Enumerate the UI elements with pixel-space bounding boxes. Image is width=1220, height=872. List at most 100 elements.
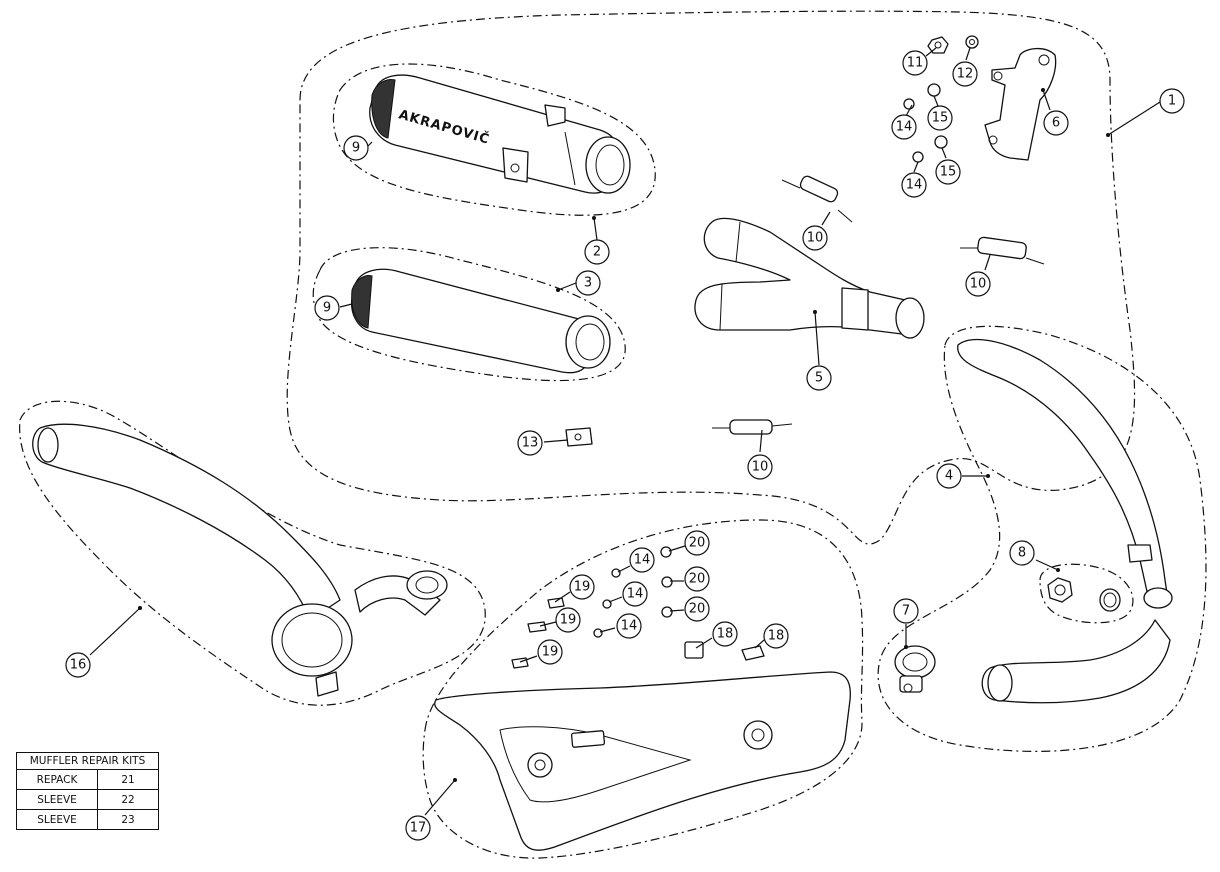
callout-18-b: 18 xyxy=(763,623,789,649)
gasket-nut-set xyxy=(1047,577,1121,612)
callout-10-lower: 10 xyxy=(747,454,773,480)
header-pipe-left xyxy=(32,423,448,697)
group-boundary-8 xyxy=(1039,563,1134,624)
header-pipe-right xyxy=(957,338,1173,704)
svg-text:9: 9 xyxy=(352,141,360,156)
callout-20-b: 20 xyxy=(684,566,710,592)
kit-label: SLEEVE xyxy=(16,809,98,830)
callout-7: 7 xyxy=(893,598,919,624)
kits-table-title: MUFFLER REPAIR KITS xyxy=(16,752,159,770)
svg-text:20: 20 xyxy=(689,602,706,617)
bracket xyxy=(984,47,1057,161)
svg-text:19: 19 xyxy=(560,613,577,628)
svg-text:14: 14 xyxy=(621,619,638,634)
svg-text:18: 18 xyxy=(717,627,734,642)
callout-6: 6 xyxy=(1043,110,1069,136)
muffler-branded: AKRAPOVIČ xyxy=(369,74,631,194)
svg-text:9: 9 xyxy=(323,301,331,316)
callout-15-b: 15 xyxy=(935,159,961,185)
svg-text:3: 3 xyxy=(584,276,592,291)
group-boundary-2 xyxy=(332,63,656,216)
callout-19-a: 19 xyxy=(569,574,595,600)
svg-text:20: 20 xyxy=(689,572,706,587)
callout-11: 11 xyxy=(902,50,928,76)
callout-16: 16 xyxy=(65,652,91,678)
group-boundary-3 xyxy=(312,247,626,382)
svg-text:19: 19 xyxy=(542,645,559,660)
svg-text:10: 10 xyxy=(752,460,769,475)
heat-shield xyxy=(434,671,851,851)
muffler-repair-kits-table: MUFFLER REPAIR KITS REPACK 21 SLEEVE 22 … xyxy=(16,752,159,830)
svg-text:14: 14 xyxy=(896,120,913,135)
callout-14-c: 14 xyxy=(629,547,655,573)
kit-number: 22 xyxy=(97,789,159,810)
callout-14-b: 14 xyxy=(901,172,927,198)
group-boundary-16 xyxy=(19,400,486,706)
callout-19-b: 19 xyxy=(555,607,581,633)
svg-text:20: 20 xyxy=(689,536,706,551)
svg-text:14: 14 xyxy=(627,587,644,602)
callout-18-a: 18 xyxy=(712,621,738,647)
callout-20-c: 20 xyxy=(684,596,710,622)
callout-12: 12 xyxy=(952,61,978,87)
svg-text:15: 15 xyxy=(932,111,949,126)
spring-right xyxy=(960,236,1045,265)
svg-text:8: 8 xyxy=(1018,546,1026,561)
callout-2: 2 xyxy=(584,239,610,265)
leader-lines xyxy=(89,47,1161,816)
callout-9-muffler-plain: 9 xyxy=(314,295,340,321)
callout-9-muffler-branded: 9 xyxy=(343,135,369,161)
svg-text:16: 16 xyxy=(70,658,87,673)
callout-3: 3 xyxy=(575,270,601,296)
callout-17: 17 xyxy=(405,815,431,841)
callout-8: 8 xyxy=(1009,540,1035,566)
svg-text:6: 6 xyxy=(1052,116,1060,131)
kits-table-row: SLEEVE 22 xyxy=(16,789,159,810)
callout-19-c: 19 xyxy=(537,639,563,665)
svg-text:17: 17 xyxy=(410,821,427,836)
svg-text:19: 19 xyxy=(574,580,591,595)
svg-text:10: 10 xyxy=(970,277,987,292)
callout-20-a: 20 xyxy=(684,530,710,556)
callout-13: 13 xyxy=(517,430,543,456)
svg-text:18: 18 xyxy=(768,629,785,644)
svg-text:10: 10 xyxy=(807,231,824,246)
svg-text:1: 1 xyxy=(1168,94,1176,109)
muffler-plain xyxy=(350,268,611,374)
group-boundary-4 xyxy=(877,325,1207,752)
callout-14-d: 14 xyxy=(622,581,648,607)
callout-10-right: 10 xyxy=(965,271,991,297)
svg-text:11: 11 xyxy=(907,56,924,71)
svg-text:2: 2 xyxy=(593,245,601,260)
group-boundary-1 xyxy=(286,10,1136,545)
kit-number: 21 xyxy=(97,769,159,790)
kits-table-row: SLEEVE 23 xyxy=(16,809,159,830)
callout-5: 5 xyxy=(806,365,832,391)
svg-text:15: 15 xyxy=(940,165,957,180)
clip-bracket xyxy=(565,427,593,447)
callout-1: 1 xyxy=(1159,88,1185,114)
kits-table-row: REPACK 21 xyxy=(16,769,159,790)
clamp xyxy=(894,645,936,693)
callout-14-e: 14 xyxy=(616,613,642,639)
svg-text:14: 14 xyxy=(906,178,923,193)
svg-text:7: 7 xyxy=(902,604,910,619)
svg-text:12: 12 xyxy=(957,67,974,82)
svg-text:14: 14 xyxy=(634,553,651,568)
group-boundary-17 xyxy=(422,519,864,859)
link-pipe xyxy=(694,217,925,339)
callout-10-top: 10 xyxy=(802,225,828,251)
svg-text:5: 5 xyxy=(815,371,823,386)
spring-top xyxy=(781,175,853,223)
kit-label: SLEEVE xyxy=(16,789,98,810)
spring-lower xyxy=(712,419,793,435)
callout-15-a: 15 xyxy=(927,105,953,131)
callout-14-a: 14 xyxy=(891,114,917,140)
svg-text:13: 13 xyxy=(522,436,539,451)
kit-label: REPACK xyxy=(16,769,98,790)
callout-4: 4 xyxy=(936,463,962,489)
svg-text:4: 4 xyxy=(945,469,953,484)
kit-number: 23 xyxy=(97,809,159,830)
